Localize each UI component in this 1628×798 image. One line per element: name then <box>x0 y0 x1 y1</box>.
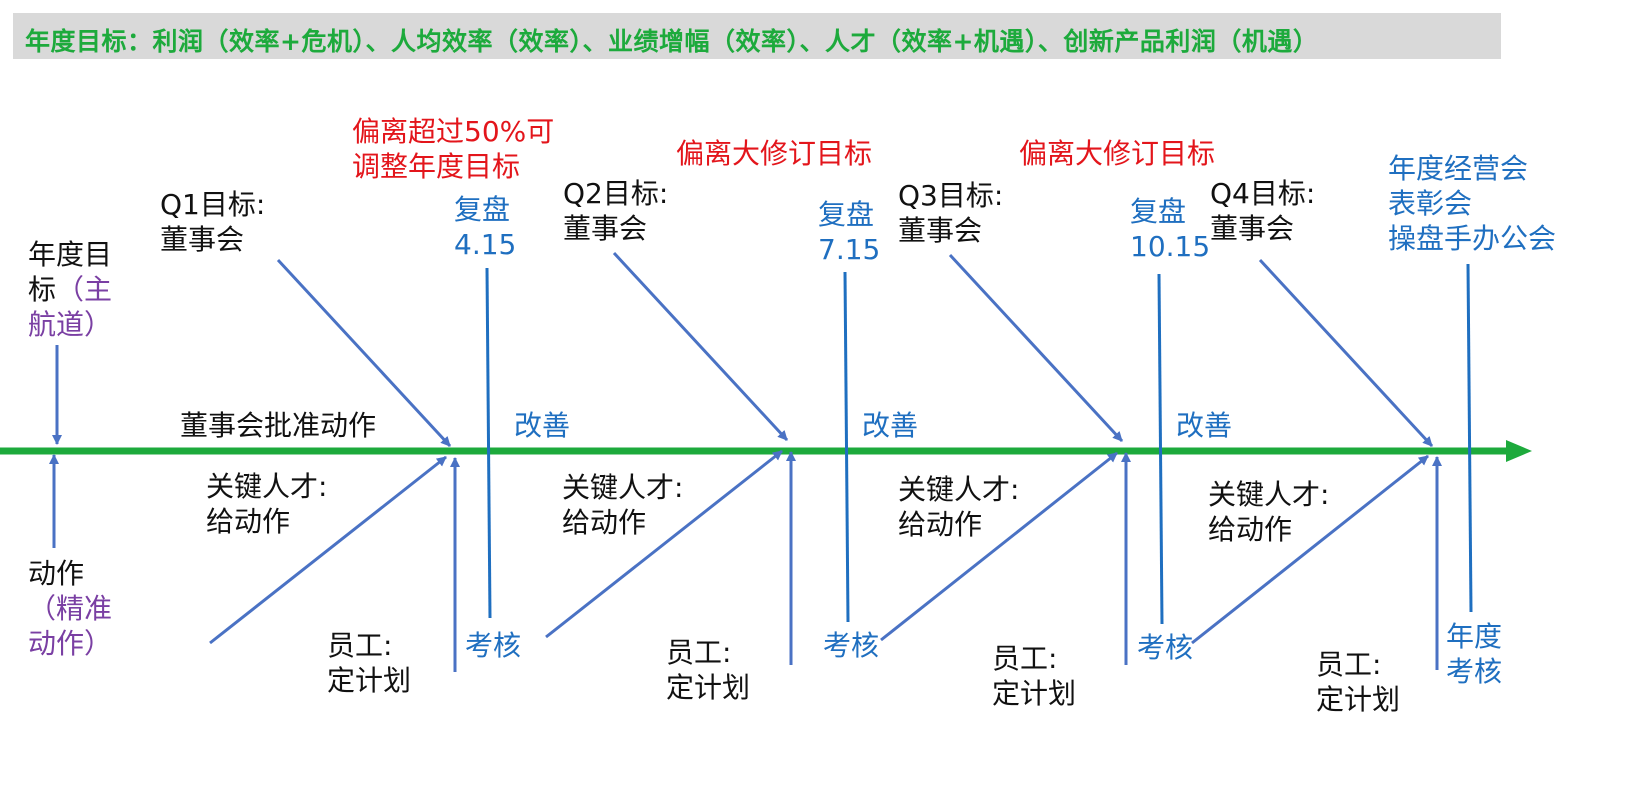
q1-improve-label: 改善 <box>514 409 571 442</box>
q2-talent-arrow <box>545 449 783 639</box>
q3-improve-label: 改善 <box>1176 409 1233 442</box>
year-end-assess-label: 年度 考核 <box>1446 620 1503 688</box>
year-end-line <box>1466 263 1473 613</box>
q1-staff-label: 员工: 定计划 <box>327 629 412 697</box>
q4-talent-arrow <box>1191 454 1429 645</box>
q3-talent-arrow <box>880 451 1118 642</box>
action-label: 动作 （精准 动作） <box>28 557 113 660</box>
board-approval-label: 董事会批准动作 <box>180 409 377 442</box>
q2-improve-label: 改善 <box>862 409 919 442</box>
q4-staff-label: 员工: 定计划 <box>1316 648 1401 716</box>
q4-goal-arrow <box>1258 258 1434 448</box>
q3-review-label: 复盘 10.15 <box>1130 195 1211 263</box>
q3-review-line <box>1157 273 1164 625</box>
q1-review-label: 复盘 4.15 <box>454 193 517 261</box>
q3-staff-label: 员工: 定计划 <box>992 642 1077 710</box>
q3-assess-label: 考核 <box>1137 631 1194 664</box>
title-banner: 年度目标：利润（效率+危机）、人均效率（效率）、业绩增幅（效率）、人才（效率+机… <box>13 13 1501 59</box>
q3-talent-label: 关键人才: 给动作 <box>898 473 1020 541</box>
annual-goal-label: 年度目 标（主 航道） <box>28 238 113 341</box>
q1-assess-label: 考核 <box>465 629 522 662</box>
q3-goal-label: Q3目标: 董事会 <box>898 179 1004 247</box>
q2-review-line <box>843 271 850 623</box>
q2-deviation-note: 偏离大修订目标 <box>676 137 873 170</box>
page-title: 年度目标：利润（效率+危机）、人均效率（效率）、业绩增幅（效率）、人才（效率+机… <box>25 27 1319 56</box>
q1-goal-label: Q1目标: 董事会 <box>160 188 266 256</box>
q1-deviation-note: 偏离超过50%可 调整年度目标 <box>352 115 555 183</box>
q2-goal-arrow <box>612 251 789 442</box>
q2-goal-label: Q2目标: 董事会 <box>563 177 669 245</box>
q1-goal-arrow <box>276 258 452 448</box>
q2-review-label: 复盘 7.15 <box>818 198 881 266</box>
q2-staff-label: 员工: 定计划 <box>666 636 751 704</box>
year-end-meeting-label: 年度经营会 表彰会 操盘手办公会 <box>1388 152 1557 255</box>
main-axis-arrowhead <box>1506 440 1532 462</box>
q3-goal-arrow <box>948 253 1124 443</box>
q1-review-line <box>485 267 492 619</box>
q1-talent-label: 关键人才: 给动作 <box>206 470 328 538</box>
q2-talent-label: 关键人才: 给动作 <box>562 471 684 539</box>
q1-talent-arrow <box>209 455 447 645</box>
q4-talent-label: 关键人才: 给动作 <box>1208 478 1330 546</box>
q4-goal-label: Q4目标: 董事会 <box>1210 177 1316 245</box>
q3-deviation-note: 偏离大修订目标 <box>1019 137 1216 170</box>
q2-assess-label: 考核 <box>823 629 880 662</box>
